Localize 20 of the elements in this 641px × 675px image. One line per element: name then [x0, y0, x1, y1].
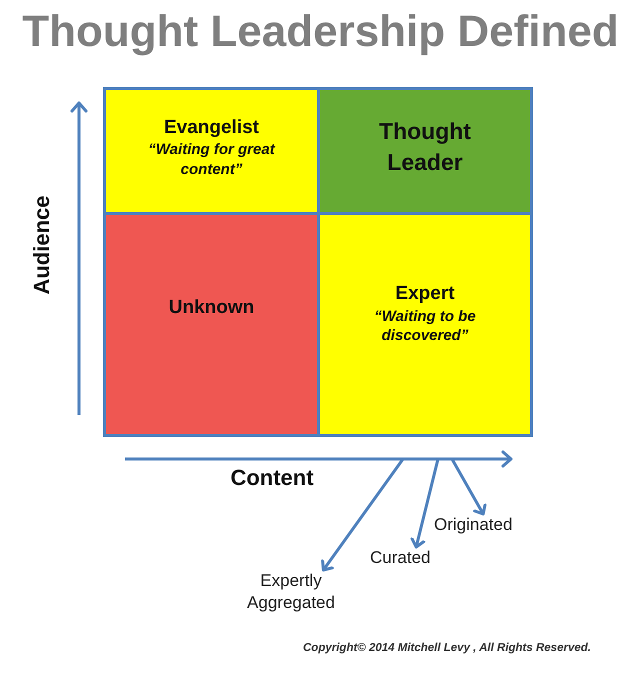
diagram-title: Thought Leadership Defined — [21, 8, 620, 56]
arrow — [410, 458, 440, 548]
content-type-label: Originated — [434, 514, 512, 536]
axis-label: Audience — [28, 195, 55, 295]
content-type-label: Expertly Aggregated — [236, 570, 346, 614]
matrix-quadrant — [103, 212, 320, 437]
content-type-label: Curated — [370, 547, 430, 570]
axis-label: Content — [230, 464, 314, 492]
quadrant-title: Thought Leader — [378, 116, 472, 177]
quadrant-title: Evangelist — [164, 116, 260, 140]
matrix-quadrant — [317, 212, 533, 437]
copyright-note: Copyright© 2014 Mitchell Levy , All Rights Reserved. — [303, 642, 591, 656]
quadrant-title: Expert — [395, 282, 455, 306]
matrix-quadrant — [317, 87, 533, 215]
arrow — [321, 458, 404, 572]
matrix-quadrant — [103, 87, 320, 215]
quadrant-quote: “Waiting to be discovered” — [373, 306, 477, 346]
quadrant-quote: “Waiting for great content” — [147, 140, 276, 180]
quadrant-title: Unknown — [168, 296, 254, 320]
arrow — [450, 458, 486, 516]
